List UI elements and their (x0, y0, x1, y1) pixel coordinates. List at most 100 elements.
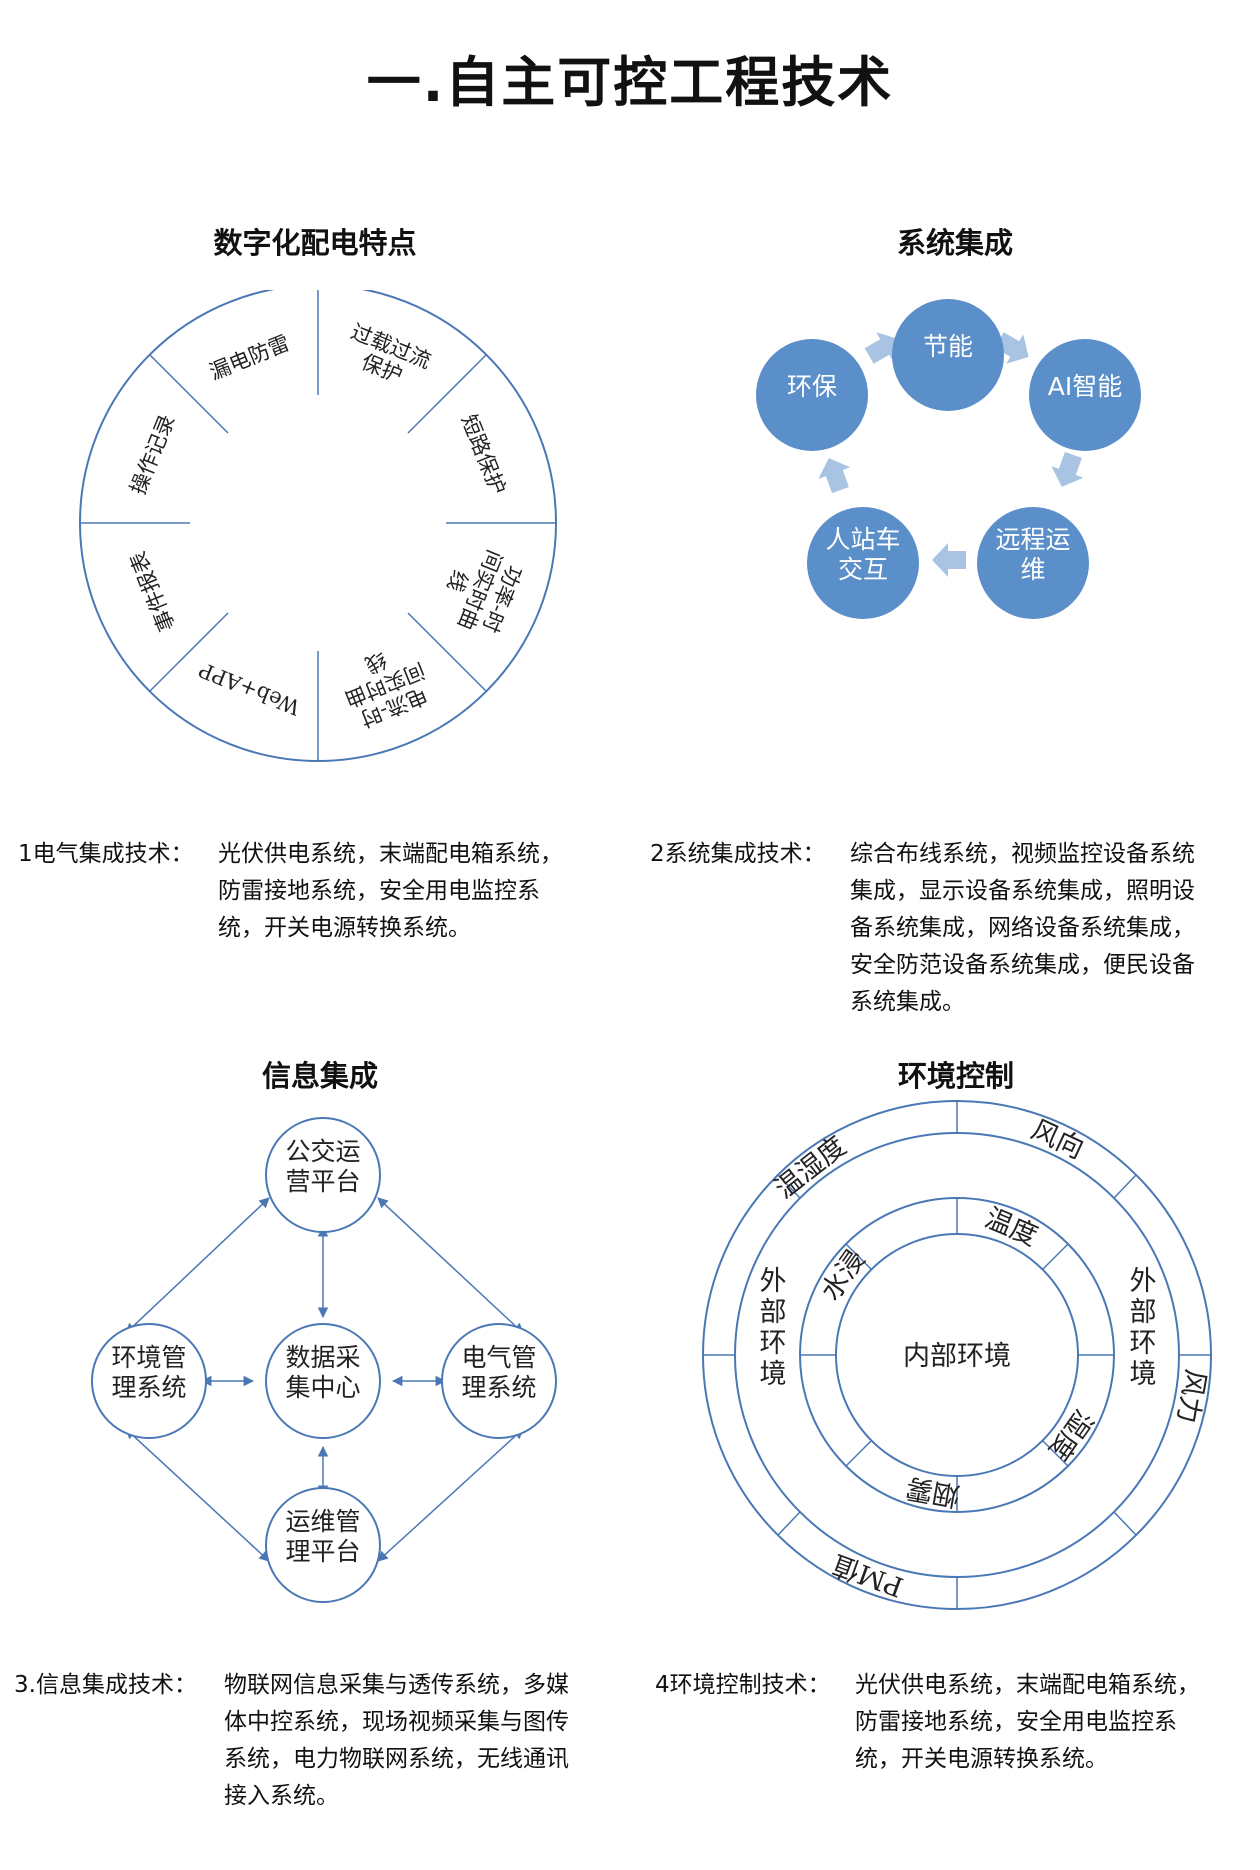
info-node-circle (265, 1323, 381, 1439)
desc2-line: 备系统集成，网络设备系统集成， (850, 915, 1195, 941)
cycle-arrow (932, 543, 966, 577)
desc2: 2系统集成技术： 综合布线系统，视频监控设备系统 集成，显示设备系统集成，照明设… (650, 836, 1250, 1036)
cycle-node-label: 环保 (787, 372, 837, 401)
page-title: 一.自主可控工程技术 (366, 51, 894, 114)
env-outer-env-char: 环 (1130, 1328, 1157, 1359)
wheel-segment-label: 操作记录 (126, 411, 180, 498)
cycle-arrow (818, 458, 851, 494)
cycle-node-label: 交互 (838, 555, 888, 584)
wheel-segment: Web+APP (196, 657, 304, 719)
wheel-segment-label: 事件报表 (126, 548, 180, 635)
info-node-label: 理系统 (111, 1373, 186, 1402)
info-node-label: 公交运 (285, 1137, 360, 1166)
env-dividers (703, 1101, 1211, 1609)
desc3: 3.信息集成技术： 物联网信息采集与透传系统，多媒 体中控系统，现场视频采集与图… (14, 1667, 634, 1827)
env-inner-label: 水浸 (815, 1245, 871, 1307)
cycle-node-label: 远程运 (995, 525, 1070, 554)
env-outer-env-char: 部 (760, 1297, 787, 1328)
wheel-segment-label: Web+APP (196, 657, 304, 719)
desc1-label: 1电气集成技术： (18, 841, 194, 867)
env-inner-label: 温度 (980, 1203, 1042, 1253)
desc1: 1电气集成技术： 光伏供电系统，末端配电箱系统， 防雷接地系统，安全用电监控系 … (18, 836, 618, 966)
cycle-node-circle (892, 299, 1004, 411)
env-outer-env-char: 境 (1130, 1359, 1157, 1390)
info-node-circle (91, 1323, 207, 1439)
wheel-dividers (80, 290, 556, 761)
env-center-label: 内部环境 (903, 1341, 1011, 1372)
cycle-arrow (994, 332, 1029, 364)
info-node-label: 运维管 (285, 1507, 360, 1536)
desc4-line: 统，开关电源转换系统。 (855, 1746, 1108, 1772)
desc1-line: 光伏供电系统，末端配电箱系统， (218, 841, 563, 867)
env-outer-env-char: 境 (760, 1359, 787, 1390)
cycle-node: 环保 (756, 339, 868, 451)
info-node-circle (265, 1487, 381, 1603)
desc4-line: 光伏供电系统，末端配电箱系统， (855, 1672, 1200, 1698)
desc4-label: 4环境控制技术： (655, 1672, 831, 1698)
cycle-node-circle (1029, 339, 1141, 451)
cycle-node-label: AI智能 (1048, 372, 1122, 401)
desc2-line: 综合布线系统，视频监控设备系统 (850, 841, 1195, 867)
desc2-label: 2系统集成技术： (650, 841, 826, 867)
info-connectors (125, 1197, 524, 1562)
desc3-line: 物联网信息采集与透传系统，多媒 (224, 1672, 569, 1698)
cycle-arrow (1051, 451, 1084, 487)
wheel-segment-label: 短路保护 (457, 411, 511, 498)
env-outer-env-char: 部 (1130, 1297, 1157, 1328)
wheel-segment-label: 漏电防雷 (206, 331, 293, 385)
cycle-node-circle (807, 507, 919, 619)
env-outer-env-char: 外 (1130, 1266, 1157, 1297)
info-node-label: 营平台 (285, 1167, 360, 1196)
desc3-line: 系统，电力物联网系统，无线通讯 (224, 1746, 569, 1772)
info-title: 信息集成 (261, 1059, 378, 1093)
env-inner-label: 湿度 (1042, 1403, 1098, 1465)
info-node-label: 环境管 (111, 1343, 186, 1372)
info-node-label: 数据采 (285, 1343, 360, 1372)
wheel-segment: 短路保护 (457, 411, 511, 498)
wheel-segment: 事件报表 (126, 548, 180, 635)
env-outer-label: PM值 (828, 1548, 907, 1602)
cycle-node-circle (756, 339, 868, 451)
desc3-label: 3.信息集成技术： (14, 1672, 197, 1698)
desc2-line: 系统集成。 (850, 989, 965, 1015)
wheel-segment: 操作记录 (126, 411, 180, 498)
cycle-node-circle (977, 507, 1089, 619)
info-node-label: 集中心 (285, 1373, 360, 1402)
cycle-arrow (864, 332, 899, 364)
desc3-line: 接入系统。 (224, 1783, 339, 1809)
desc2-line: 集成，显示设备系统集成，照明设 (850, 878, 1195, 904)
info-node-circle (441, 1323, 557, 1439)
env-outer-env-char: 外 (760, 1266, 787, 1297)
info-node-circle (265, 1117, 381, 1233)
cycle-node: 节能 (892, 299, 1004, 411)
cycle-node: AI智能 (1029, 339, 1141, 451)
env-outer-label: 风力 (1171, 1367, 1211, 1426)
info-node-label: 电气管 (461, 1343, 536, 1372)
info-node-label: 理平台 (285, 1537, 360, 1566)
cycle-node-label: 节能 (923, 332, 973, 361)
cycle-node-label: 人站车 (825, 525, 900, 554)
digital-title: 数字化配电特点 (213, 226, 417, 260)
desc4: 4环境控制技术： 光伏供电系统，末端配电箱系统， 防雷接地系统，安全用电监控系 … (655, 1667, 1255, 1797)
env-outer-env-char: 环 (760, 1328, 787, 1359)
system-title: 系统集成 (896, 226, 1013, 260)
desc2-line: 安全防范设备系统集成，便民设备 (850, 952, 1195, 978)
env-outer-label: 温湿度 (769, 1131, 852, 1205)
desc4-line: 防雷接地系统，安全用电监控系 (855, 1709, 1177, 1735)
cycle-node-label: 维 (1020, 555, 1045, 584)
wheel-segment: 漏电防雷 (206, 331, 293, 385)
